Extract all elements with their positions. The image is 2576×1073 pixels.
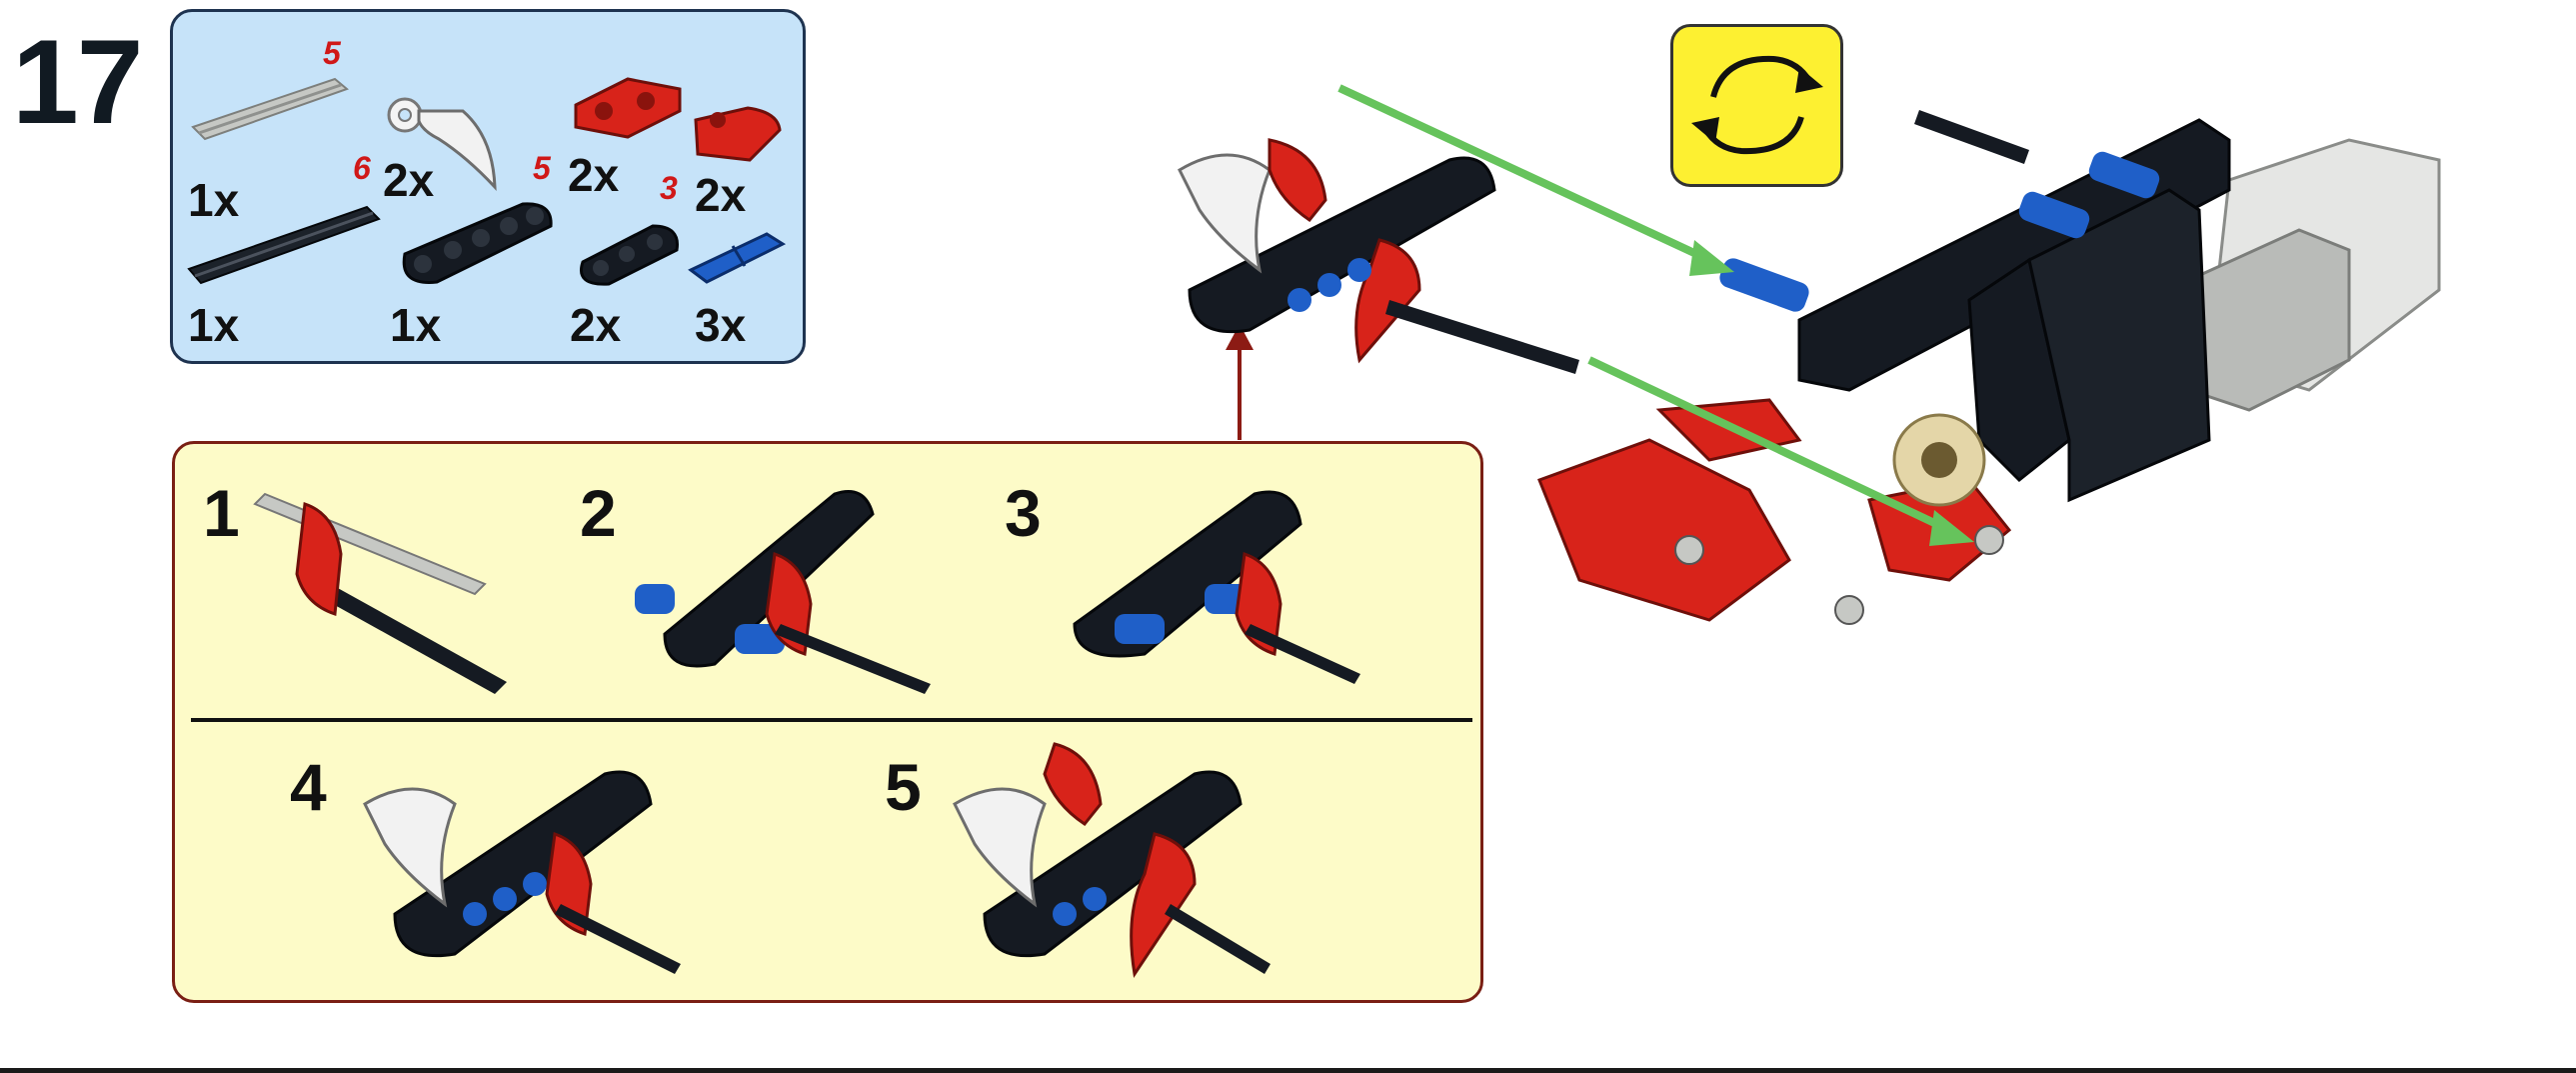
part-quantity: 1x <box>188 302 239 348</box>
red-connector-icon <box>568 67 688 147</box>
part-quantity: 3x <box>695 302 746 348</box>
black-axle-icon <box>181 197 386 292</box>
substep-number: 2 <box>580 480 617 546</box>
substep-5-figure <box>945 734 1304 994</box>
main-assembly-figure <box>1150 60 2449 680</box>
part-quantity: 2x <box>570 302 621 348</box>
part-quantity: 1x <box>390 302 441 348</box>
grey-axle-icon <box>185 67 355 147</box>
substep-number: 1 <box>203 480 240 546</box>
blue-pin-icon <box>683 222 793 292</box>
red-wedge-icon <box>688 100 788 170</box>
substep-4-figure <box>355 734 715 994</box>
part-length-label: 6 <box>353 152 371 184</box>
black-beam-short-icon <box>563 212 688 297</box>
black-beam-icon <box>383 192 563 297</box>
part-length-label: 5 <box>533 152 551 184</box>
submodel-divider <box>191 718 1472 722</box>
part-length-label: 5 <box>323 37 341 69</box>
part-quantity: 2x <box>568 152 619 198</box>
substep-number: 5 <box>885 754 922 820</box>
substep-2-figure <box>625 464 955 714</box>
page-bottom-rule <box>0 1068 2576 1073</box>
part-quantity: 2x <box>695 172 746 218</box>
parts-list: 5 1x 2x 2x 2x 6 1x <box>170 9 806 364</box>
step-number: 17 <box>12 22 141 142</box>
substep-number: 4 <box>290 754 327 820</box>
part-length-label: 3 <box>660 172 678 204</box>
substep-1-figure <box>245 464 575 714</box>
substep-number: 3 <box>1005 480 1042 546</box>
